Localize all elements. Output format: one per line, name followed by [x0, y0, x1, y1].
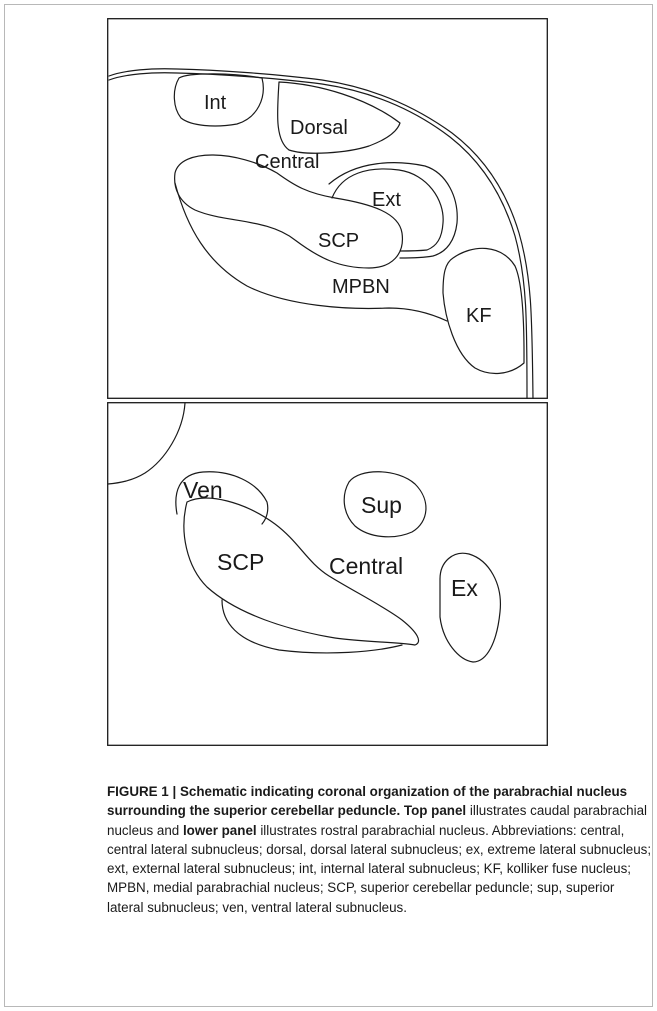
caption-title: FIGURE 1 | Schematic indicating coronal …: [107, 784, 628, 819]
bottom-panel-border: [107, 402, 548, 746]
scp-region-shape-bottom: [183, 497, 420, 646]
sup-label: Sup: [361, 492, 402, 518]
ex-label: Ex: [451, 575, 478, 601]
int-subnucleus-shape: [173, 73, 264, 127]
ext-subnucleus-shape: [331, 168, 444, 252]
outer-boundary-curve: [108, 68, 534, 399]
central-outer-arc: [328, 162, 458, 259]
kf-label: KF: [466, 305, 492, 327]
dorsal-label: Dorsal: [290, 117, 348, 139]
bottom-panel-schematic: Ven Sup SCP Central Ex: [107, 402, 656, 746]
kf-subnucleus-shape: [442, 247, 525, 374]
caption-top-panel-term: Top panel: [403, 803, 467, 819]
inner-boundary-curve: [108, 72, 528, 399]
ex-subnucleus-shape: [439, 552, 501, 663]
figure-frame: [4, 4, 653, 1007]
top-panel-border: [107, 18, 548, 399]
ven-label: Ven: [183, 477, 223, 503]
sup-subnucleus-shape: [343, 471, 427, 538]
dorsal-subnucleus-shape: [276, 81, 401, 154]
scp-label-top: SCP: [318, 230, 359, 252]
mpbn-label: MPBN: [332, 276, 390, 298]
mpbn-region-outline: [174, 182, 448, 322]
scp-label-bottom: SCP: [217, 549, 264, 575]
scp-region-shape: [174, 154, 403, 269]
central-label-top: Central: [255, 151, 319, 173]
scp-ventral-lobe-shape: [221, 599, 403, 654]
caption-lower-panel-term: lower panel: [182, 822, 257, 838]
corner-boundary-arc: [107, 402, 186, 485]
caption-text-2: illustrates rostral parabrachial nucleus…: [107, 822, 652, 915]
figure-caption: FIGURE 1 | Schematic indicating coronal …: [107, 782, 653, 917]
ext-label: Ext: [372, 189, 401, 211]
ven-subnucleus-shape: [175, 471, 269, 525]
int-label: Int: [204, 92, 227, 114]
top-panel-schematic: Int Dorsal Central Ext SCP MPBN KF: [107, 18, 656, 399]
central-label-bottom: Central: [329, 553, 403, 579]
caption-text-1: illustrates caudal parabrachial nucleus …: [107, 803, 648, 838]
top-panel-diagram: Int Dorsal Central Ext SCP MPBN KF: [107, 18, 548, 399]
bottom-panel-diagram: Ven Sup SCP Central Ex: [107, 402, 548, 746]
